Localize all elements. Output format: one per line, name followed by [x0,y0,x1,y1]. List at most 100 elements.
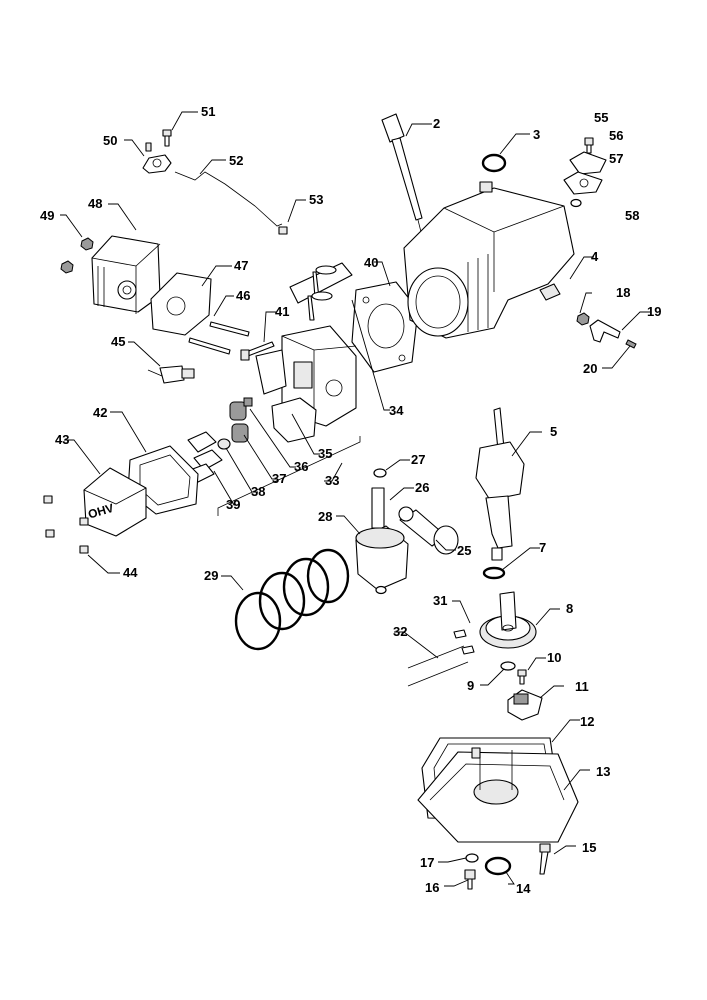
callout-34: 34 [389,403,404,418]
callout-40: 40 [364,255,378,270]
part-sump-cover-13 [417,747,579,843]
part-washer-9 [500,661,516,671]
callout-17: 17 [420,855,434,870]
callout-42: 42 [93,405,107,420]
part-valves-34 [289,262,353,321]
part-head-gasket-40 [351,281,419,373]
part-clip-28b [375,585,387,595]
part-camshaft-gear-8 [479,591,537,649]
part-push-rods-32 [407,645,469,687]
part-tappets-31 [453,629,475,655]
part-clip-53 [278,226,288,235]
callout-2: 2 [433,116,440,131]
part-muffler-48 [91,235,161,314]
part-oil-seal-3 [481,153,507,173]
part-governor-11 [507,689,543,721]
callout-51: 51 [201,104,215,119]
callout-47: 47 [234,258,248,273]
callout-29: 29 [204,568,218,583]
part-nut-18 [576,312,590,326]
callout-45: 45 [111,334,125,349]
callout-3: 3 [533,127,540,142]
callout-27: 27 [411,452,425,467]
part-pin-20 [625,339,637,349]
part-clip-27 [373,468,387,478]
callout-13: 13 [596,764,610,779]
callout-58: 58 [625,208,639,223]
part-retainer-38 [217,438,231,450]
callout-15: 15 [582,840,596,855]
callout-28: 28 [318,509,332,524]
callout-44: 44 [123,565,138,580]
callout-37: 37 [272,471,286,486]
callout-7: 7 [539,540,546,555]
callout-12: 12 [580,714,594,729]
part-screw-15 [539,843,551,875]
part-lever-19 [589,319,621,343]
part-o-ring-58 [570,198,582,208]
callout-labels: 2 3 4 5 7 8 9 10 11 12 13 14 15 16 17 18… [40,104,661,896]
part-connecting-rod-25 [398,506,459,555]
callout-50: 50 [103,133,117,148]
callout-32: 32 [393,624,407,639]
part-seal-7 [482,566,506,580]
callout-46: 46 [236,288,250,303]
ohv-badge-text: OHV [86,501,115,522]
part-bracket-50 [142,142,172,174]
callout-35: 35 [318,446,332,461]
group-line-33 [217,436,361,516]
part-rod-52 [174,171,283,227]
callout-48: 48 [88,196,102,211]
callout-19: 19 [647,304,661,319]
callout-43: 43 [55,432,69,447]
part-piston-rings-29 [234,548,350,651]
callout-55: 55 [594,110,608,125]
callout-14: 14 [516,881,531,896]
part-dipstick-2 [381,113,425,245]
part-plate-35 [271,397,317,443]
callout-57: 57 [609,151,623,166]
callout-33: 33 [325,473,339,488]
callout-18: 18 [616,285,630,300]
part-oil-seal-14 [484,856,512,876]
callout-39: 39 [226,497,240,512]
part-bolt-41 [240,341,275,361]
part-crankcase-4 [403,181,575,339]
callout-38: 38 [251,484,265,499]
part-gasket-57 [563,171,603,195]
part-gasket-47 [150,272,212,336]
callout-26: 26 [415,480,429,495]
callout-53: 53 [309,192,323,207]
callout-16: 16 [425,880,439,895]
leader-lines [60,111,650,887]
callout-52: 52 [229,153,243,168]
part-valve-springs-36-37 [229,397,253,443]
callout-31: 31 [433,593,447,608]
callout-49: 49 [40,208,54,223]
part-nuts-49 [60,237,94,274]
part-screw-10 [517,669,527,685]
callout-5: 5 [550,424,557,439]
callout-4: 4 [591,249,599,264]
callout-8: 8 [566,601,573,616]
part-crankshaft-5 [475,407,525,561]
callout-56: 56 [609,128,623,143]
part-screw-55 [584,137,594,154]
callout-9: 9 [467,678,474,693]
part-bolt-16 [464,869,476,890]
callout-11: 11 [575,679,589,694]
callout-20: 20 [583,361,597,376]
callout-41: 41 [275,304,289,319]
part-washer-17 [465,853,479,863]
part-piston-pin-26 [371,487,385,529]
part-plate-56 [569,151,607,175]
part-screws-44 [43,495,89,554]
part-studs-46 [188,321,250,355]
part-spark-plug-45 [147,365,195,384]
callout-25: 25 [457,543,471,558]
callout-10: 10 [547,650,561,665]
part-bolt-51 [162,129,172,147]
callout-36: 36 [294,459,308,474]
part-piston-28 [355,525,409,591]
